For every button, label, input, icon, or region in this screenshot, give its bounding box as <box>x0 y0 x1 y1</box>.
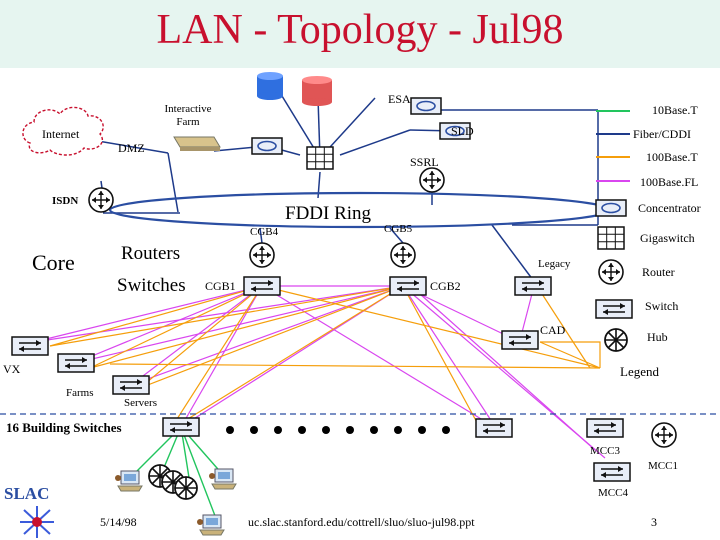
cgb5-router <box>390 242 416 268</box>
legend-fiber-cddi-label: Fiber/CDDI <box>633 127 691 141</box>
cad-label: CAD <box>540 323 566 337</box>
switches-label: Switches <box>117 275 186 296</box>
legend-switch-icon <box>595 299 633 319</box>
core-label: Core <box>32 250 75 275</box>
sld-label: SLD <box>451 124 474 138</box>
mcc3-label: MCC3 <box>590 445 620 457</box>
legend-title: Legend <box>620 364 659 379</box>
legend <box>595 110 633 352</box>
farms-label: Farms <box>66 387 94 399</box>
footer-date: 5/14/98 <box>100 515 137 529</box>
legend-router-icon <box>598 259 624 285</box>
vx-switch <box>11 336 49 356</box>
cgb4-label: CGB4 <box>250 226 279 238</box>
interactive-farm-workstation <box>173 136 221 151</box>
dmz-concentrator <box>251 137 283 155</box>
legend-100base-t-label: 100Base.T <box>646 150 698 164</box>
central-gigaswitch <box>306 146 334 170</box>
ssrl-label: SSRL <box>410 155 439 169</box>
legacy-label: Legacy <box>538 258 571 270</box>
legend-concentrator-icon <box>595 199 627 217</box>
cgb1-label: CGB1 <box>205 279 236 293</box>
footer-page-number: 3 <box>651 515 657 529</box>
legend-gigaswitch-icon <box>597 226 625 250</box>
farms-switch <box>57 353 95 373</box>
internet-cloud <box>22 106 104 156</box>
mcc4-label: MCC4 <box>598 487 628 499</box>
dmz-label: DMZ <box>118 141 145 155</box>
legend-hub-icon <box>604 328 628 352</box>
title-band <box>0 0 720 68</box>
slac-logo-text: SLAC <box>4 484 50 503</box>
legend-switch-label: Switch <box>645 299 679 313</box>
esa-storage-cylinder-right <box>302 76 332 106</box>
building-switches-label: 16 Building Switches <box>6 420 122 435</box>
pc-1 <box>114 470 143 492</box>
footer-url: uc.slac.stanford.edu/cottrell/sluo/sluo-… <box>248 515 475 529</box>
sld-concentrator <box>410 97 442 115</box>
hub-3 <box>174 476 198 500</box>
esa-storage-cylinder-left <box>257 72 283 100</box>
cgb2-label: CGB2 <box>430 279 461 293</box>
links-100base-t <box>49 279 601 431</box>
legend-100base-fl-label: 100Base.FL <box>640 175 699 189</box>
mcc3-switch <box>586 418 624 438</box>
cgb5-label: CGB5 <box>384 223 413 235</box>
routers-label: Routers <box>121 243 181 264</box>
cgb4-router <box>249 242 275 268</box>
pc-2 <box>208 468 237 490</box>
interactive-farm-label: Interactive Farm <box>164 103 212 128</box>
isdn-router <box>88 187 114 213</box>
cad-switch <box>501 330 539 350</box>
building-switch-last <box>475 418 513 438</box>
fddi-ring-label: FDDI Ring <box>285 203 372 224</box>
legend-10base-t-label: 10Base.T <box>652 103 698 117</box>
isdn-label: ISDN <box>52 195 79 207</box>
servers-switch <box>112 375 150 395</box>
esa-label: ESA <box>388 92 411 106</box>
ssrl-router <box>419 167 445 193</box>
building-switch-first <box>162 417 200 437</box>
legend-concentrator-label: Concentrator <box>638 201 701 215</box>
legacy-switch <box>514 276 552 296</box>
cgb2-switch <box>389 276 427 296</box>
legend-hub-label: Hub <box>647 330 668 344</box>
slac-logo-star <box>20 506 54 538</box>
building-switch-ellipsis-dots <box>226 426 450 434</box>
mcc4-switch <box>593 462 631 482</box>
cgb1-switch <box>243 276 281 296</box>
page-title: LAN - Topology - Jul98 <box>156 7 564 53</box>
mcc1-label: MCC1 <box>648 460 678 472</box>
pc-3 <box>196 514 225 536</box>
legend-gigaswitch-label: Gigaswitch <box>640 231 695 245</box>
servers-label: Servers <box>124 397 157 409</box>
legend-router-label: Router <box>642 265 675 279</box>
mcc1-router <box>651 422 677 448</box>
vx-label: VX <box>3 362 21 376</box>
internet-label: Internet <box>42 127 80 141</box>
